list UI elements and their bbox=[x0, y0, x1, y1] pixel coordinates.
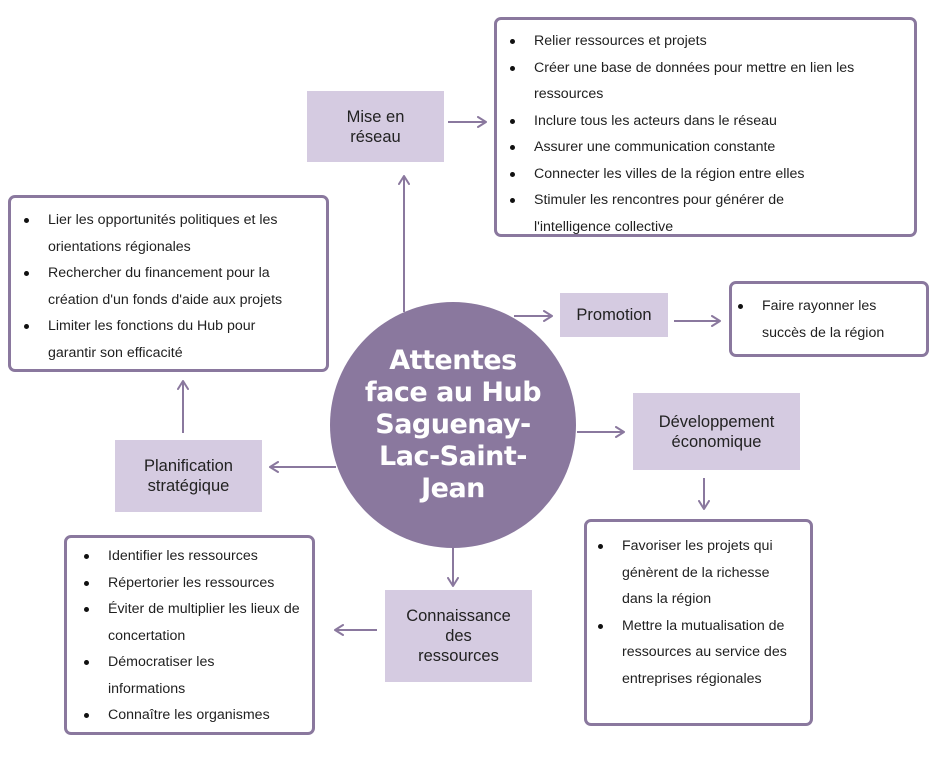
developpement-economique-label: Développement économique bbox=[633, 393, 800, 470]
promotion-label: Promotion bbox=[560, 293, 668, 337]
list-item: Créer une base de données pour mettre en… bbox=[510, 55, 879, 108]
list-item: Assurer une communication constante bbox=[510, 134, 904, 161]
planification-strategique-label: Planification stratégique bbox=[115, 440, 262, 512]
hub-title: Attentes face au Hub Saguenay- Lac-Saint… bbox=[364, 345, 542, 504]
list-item: Connecter les villes de la région entre … bbox=[510, 161, 904, 188]
list-item: Mettre la mutualisation de ressources au… bbox=[598, 613, 798, 693]
list-item: Relier ressources et projets bbox=[510, 28, 904, 55]
list-item: Éviter de multiplier les lieux de concer… bbox=[84, 596, 306, 649]
planification-strategique-list: Lier les opportunités politiques et les … bbox=[8, 195, 329, 372]
list-item: Inclure tous les acteurs dans le réseau bbox=[510, 108, 904, 135]
hub-circle: Attentes face au Hub Saguenay- Lac-Saint… bbox=[330, 302, 576, 548]
list-item: Stimuler les rencontres pour générer de … bbox=[510, 187, 834, 240]
list-item: Limiter les fonctions du Hub pour garant… bbox=[24, 313, 303, 366]
developpement-economique-list: Favoriser les projets qui génèrent de la… bbox=[584, 519, 813, 726]
list-item: Favoriser les projets qui génèrent de la… bbox=[598, 533, 798, 613]
list-item: Identifier les ressources bbox=[84, 543, 312, 570]
list-item: Démocratiser les informations bbox=[84, 649, 248, 702]
connaissance-des-ressources-label: Connaissance des ressources bbox=[385, 590, 532, 682]
promotion-list: Faire rayonner les succès de la région bbox=[729, 281, 929, 357]
list-item: Faire rayonner les succès de la région bbox=[738, 293, 912, 346]
mise-en-reseau-list: Relier ressources et projets Créer une b… bbox=[494, 17, 917, 237]
mise-en-reseau-label: Mise en réseau bbox=[307, 91, 444, 162]
list-item: Rechercher du financement pour la créati… bbox=[24, 260, 318, 313]
list-item: Connaître les organismes bbox=[84, 702, 312, 729]
list-item: Répertorier les ressources bbox=[84, 570, 312, 597]
list-item: Lier les opportunités politiques et les … bbox=[24, 207, 313, 260]
connaissance-des-ressources-list: Identifier les ressources Répertorier le… bbox=[64, 535, 315, 735]
